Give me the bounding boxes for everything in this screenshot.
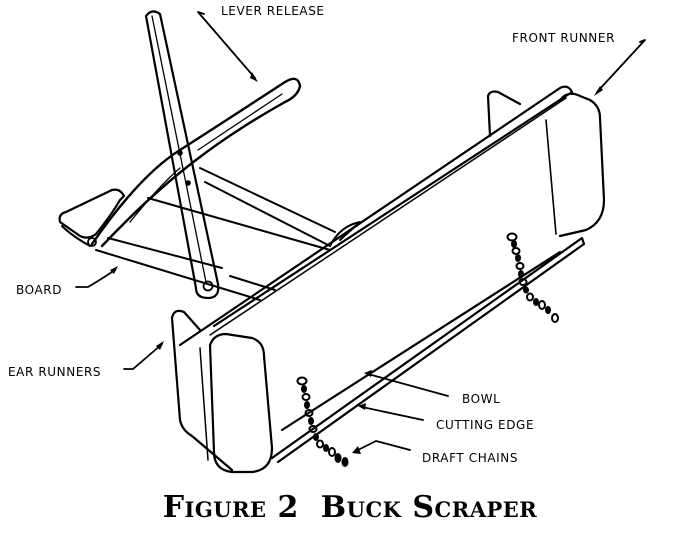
bowl-top-bar (178, 85, 574, 347)
draft-chain-right (506, 232, 559, 323)
label-bowl: BOWL (462, 392, 500, 406)
lever-handle (144, 10, 220, 300)
label-lever-release: LEVER RELEASE (221, 4, 325, 18)
leader-cutting-edge (361, 406, 424, 421)
draft-chain-left (296, 376, 349, 467)
cutting-edge-bar (270, 236, 586, 464)
bowl-assembly (170, 85, 606, 474)
frame-rail-lower (95, 237, 276, 301)
leader-lever-release (197, 11, 256, 79)
caption-title: Buck Scraper (320, 490, 538, 525)
leader-rear-runners (123, 343, 163, 370)
figure-caption: Figure 2 Buck Scraper (0, 490, 700, 525)
lever-assembly (58, 10, 361, 301)
label-rear-runners: EAR RUNNERS (8, 365, 101, 379)
board-pivot (87, 237, 97, 247)
leader-front-runner (596, 39, 646, 93)
label-board: BOARD (16, 283, 62, 297)
label-front-runner: FRONT RUNNER (512, 31, 615, 45)
rear-runner (170, 309, 234, 472)
caption-number: Figure 2 (162, 490, 299, 525)
leader-bowl (367, 373, 449, 397)
label-cutting-edge: CUTTING EDGE (436, 418, 534, 432)
lever-release-bar (90, 77, 302, 248)
leader-board (75, 269, 116, 288)
frame-rail-upper (199, 167, 336, 247)
label-draft-chains: DRAFT CHAINS (422, 451, 518, 465)
lever-rivet (185, 180, 191, 186)
frame-rail-middle (147, 197, 331, 251)
leader-lines (75, 11, 646, 454)
front-runner (486, 90, 522, 138)
leader-draft-chains (355, 440, 411, 452)
bowl-bottom-edge (280, 250, 562, 432)
board-plate (58, 188, 126, 239)
